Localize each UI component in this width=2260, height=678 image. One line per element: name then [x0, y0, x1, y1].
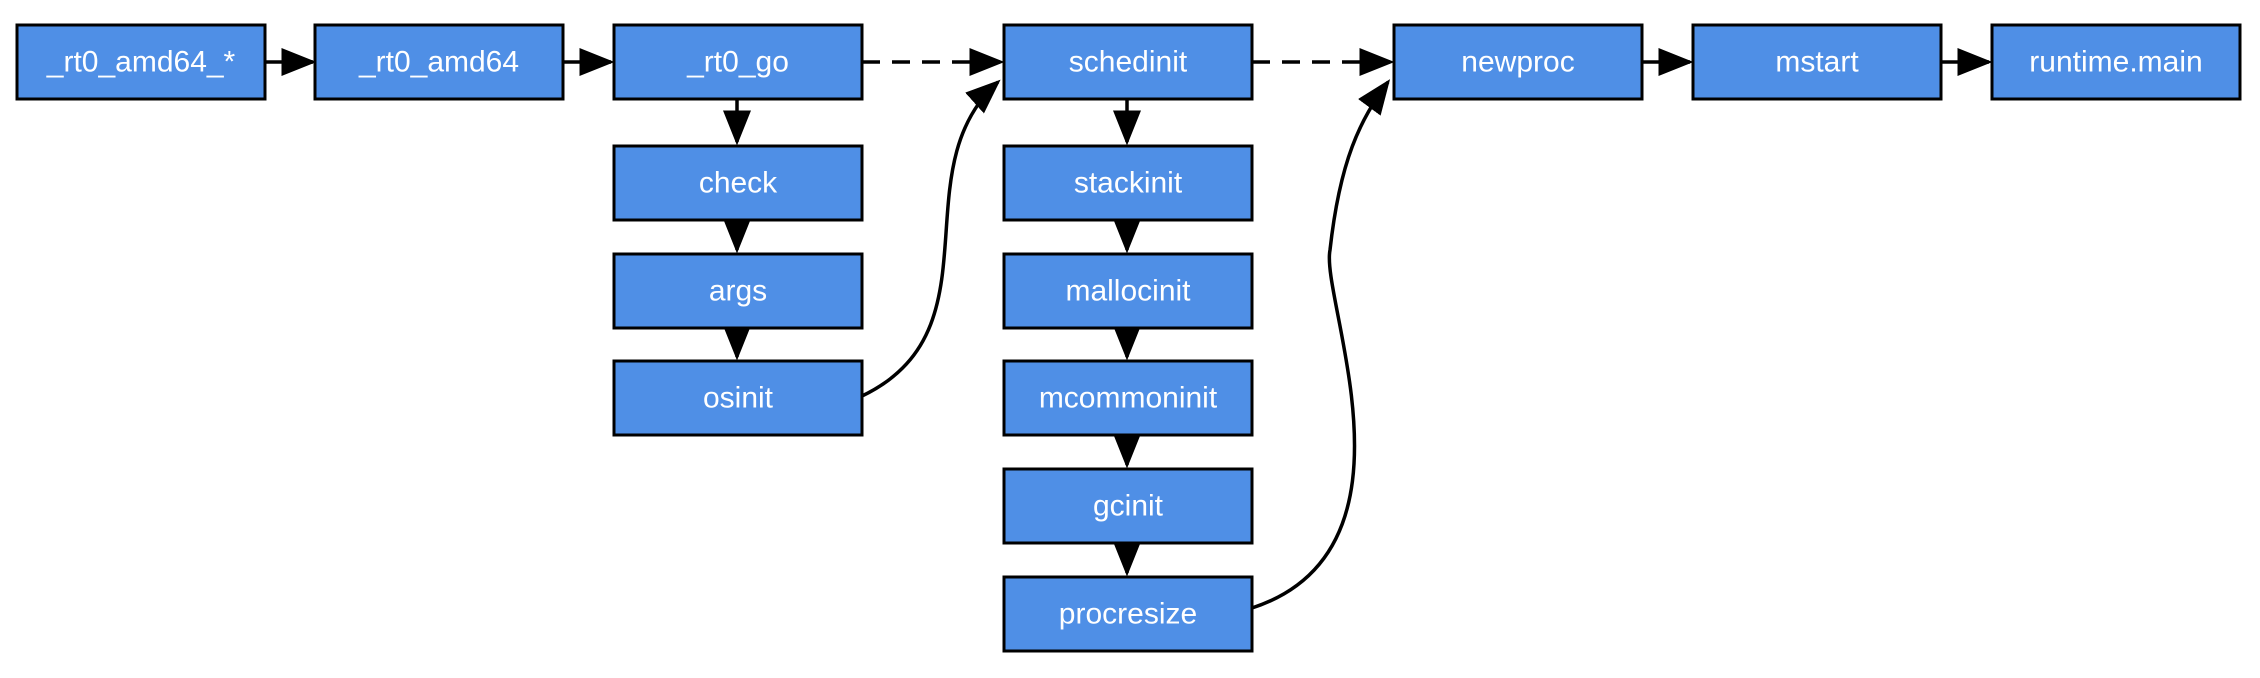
node-gcinit: gcinit: [1002, 467, 1254, 545]
node-check: check: [612, 144, 864, 222]
node-runtime-main-label: runtime.main: [2029, 46, 2202, 79]
node-args-label: args: [709, 275, 767, 308]
node-stackinit: stackinit: [1002, 144, 1254, 222]
node-procresize: procresize: [1002, 575, 1254, 653]
node-mallocinit-label: mallocinit: [1065, 275, 1191, 308]
node-procresize-label: procresize: [1059, 598, 1197, 631]
node-stackinit-label: stackinit: [1074, 167, 1183, 200]
node-rt0-amd64: _rt0_amd64: [313, 23, 565, 101]
node-osinit-label: osinit: [703, 382, 774, 415]
node-rt0-go-label: _rt0_go: [686, 46, 789, 79]
node-runtime-main: runtime.main: [1990, 23, 2242, 101]
node-rt0-amd64-label: _rt0_amd64: [358, 46, 519, 79]
node-mallocinit: mallocinit: [1002, 252, 1254, 330]
node-rt0-go: _rt0_go: [612, 23, 864, 101]
node-mcommoninit: mcommoninit: [1002, 359, 1254, 437]
edges: [265, 48, 1993, 610]
nodes: _rt0_amd64_* _rt0_amd64 _rt0_go check ar…: [15, 23, 2242, 653]
node-schedinit: schedinit: [1002, 23, 1254, 101]
node-rt0-amd64-star: _rt0_amd64_*: [15, 23, 267, 101]
edge-osinit-to-schedinit: [861, 79, 1001, 398]
edge-procresize-to-newproc: [1251, 79, 1391, 610]
node-check-label: check: [699, 167, 778, 200]
node-newproc-label: newproc: [1461, 46, 1574, 79]
node-newproc: newproc: [1392, 23, 1644, 101]
node-mcommoninit-label: mcommoninit: [1039, 382, 1218, 415]
node-gcinit-label: gcinit: [1093, 490, 1164, 523]
node-mstart: mstart: [1691, 23, 1943, 101]
node-osinit: osinit: [612, 359, 864, 437]
node-schedinit-label: schedinit: [1069, 46, 1188, 79]
node-mstart-label: mstart: [1775, 46, 1859, 79]
node-args: args: [612, 252, 864, 330]
node-rt0-amd64-star-label: _rt0_amd64_*: [46, 46, 236, 79]
